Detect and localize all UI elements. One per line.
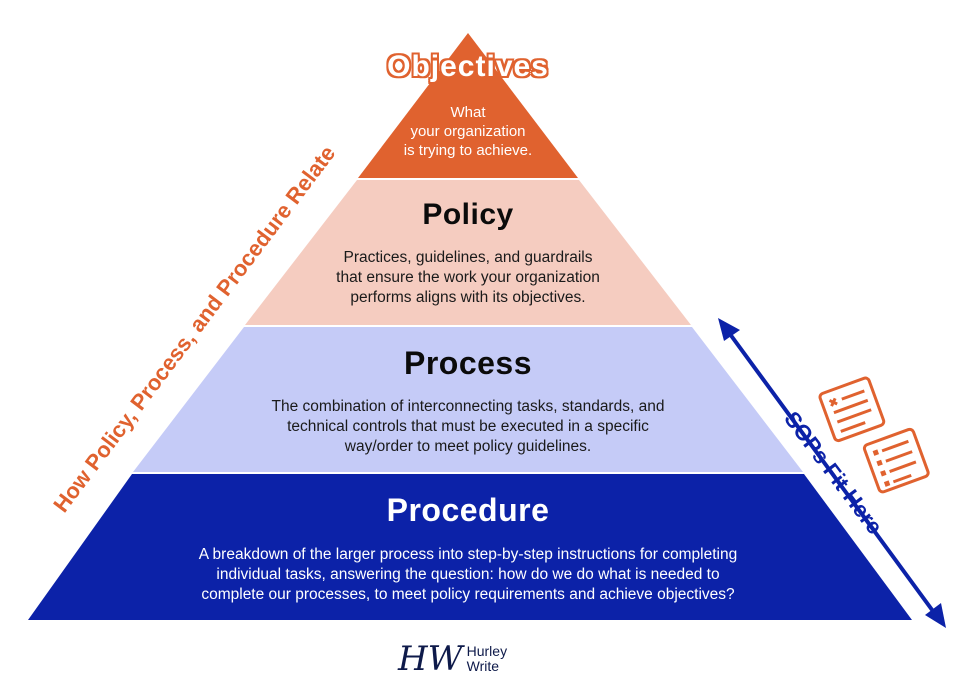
policy-title: Policy: [422, 198, 514, 231]
procedure-description: A breakdown of the larger process into s…: [148, 545, 788, 605]
company-logo: HW Hurley Write: [398, 636, 578, 682]
tier-procedure-shape: [28, 474, 912, 620]
policy-description: Practices, guidelines, and guardrails th…: [283, 248, 653, 308]
objectives-line-3: is trying to achieve.: [403, 142, 533, 159]
procedure-title: Procedure: [386, 492, 550, 528]
policy-line-2: that ensure the work your organization: [336, 269, 600, 286]
procedure-line-2: individual tasks, answering the question…: [216, 566, 720, 583]
objectives-description: What your organization is trying to achi…: [378, 103, 558, 160]
objectives-line-1: What: [450, 104, 486, 121]
logo-mark: HW: [398, 639, 463, 679]
procedure-line-1: A breakdown of the larger process into s…: [198, 546, 738, 563]
double-arrow-icon: [718, 318, 946, 628]
process-line-2: technical controls that must be executed…: [287, 418, 649, 435]
logo-word-2: Write: [466, 658, 500, 674]
objectives-title: Objectives: [387, 50, 549, 83]
logo-wordmark: Hurley Write: [467, 644, 507, 674]
process-title: Process: [403, 345, 533, 381]
document-list-icon: [862, 427, 930, 494]
policy-line-3: performs aligns with its objectives.: [350, 289, 586, 306]
logo-word-1: Hurley: [466, 643, 508, 659]
procedure-line-3: complete our processes, to meet policy r…: [201, 586, 735, 603]
process-line-3: way/order to meet policy guidelines.: [344, 438, 592, 455]
tier-objectives-shape: [358, 33, 578, 178]
process-description: The combination of interconnecting tasks…: [218, 397, 718, 457]
tier-process-shape: [133, 327, 803, 472]
objectives-line-2: your organization: [410, 123, 526, 140]
tier-policy-shape: [245, 180, 691, 325]
checklist-icon: [818, 376, 886, 443]
policy-line-1: Practices, guidelines, and guardrails: [343, 249, 593, 266]
process-line-1: The combination of interconnecting tasks…: [271, 398, 665, 415]
